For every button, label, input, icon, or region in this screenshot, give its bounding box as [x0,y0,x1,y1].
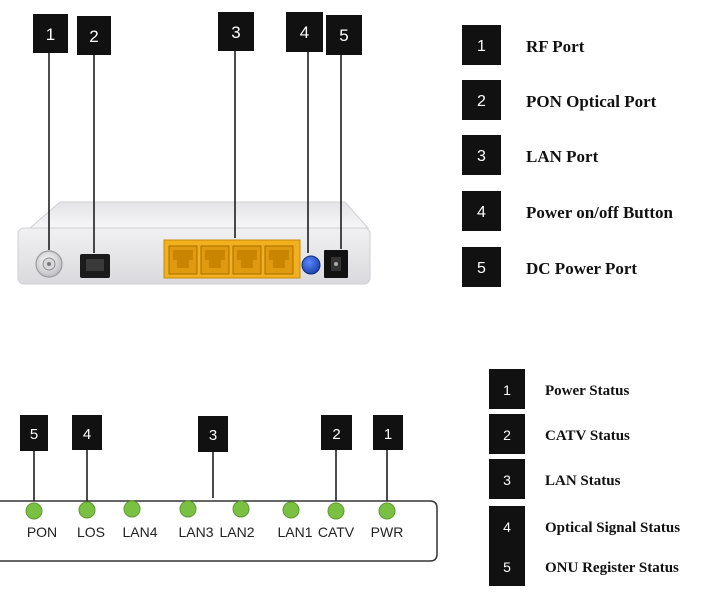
svg-text:2: 2 [89,27,98,46]
svg-text:2: 2 [332,426,340,443]
svg-text:3: 3 [503,472,511,488]
lan-port-jack [200,245,230,275]
led-callout-1: 1 [373,415,403,450]
dc-power-port [324,250,348,278]
router-legend-item: 2 PON Optical Port [462,80,657,120]
led-callout-lines [33,450,388,504]
svg-text:3: 3 [477,148,486,165]
led-lan4 [123,500,141,518]
router-callout-lines [48,51,342,253]
led-legend-item: 1 Power Status [489,369,629,409]
svg-text:DC Power Port: DC Power Port [526,259,637,278]
svg-text:3: 3 [231,23,240,42]
svg-text:5: 5 [477,260,486,277]
led-catv [327,502,345,520]
led-legend: 1 Power Status 2 CATV Status 3 LAN Statu… [489,369,680,586]
router-callout-1: 1 [33,14,68,53]
led-label: PON [27,524,57,540]
led-label: LAN1 [277,524,312,540]
router-callout-4: 4 [286,12,323,52]
led-legend-item: 4 Optical Signal Status [489,506,680,546]
lan-port-jack [264,245,294,275]
router-callout-3: 3 [218,12,254,51]
svg-text:5: 5 [503,559,511,575]
led-lan3 [179,500,197,518]
rf-port [35,250,63,278]
svg-text:CATV Status: CATV Status [545,428,630,444]
led-los [78,501,96,519]
svg-text:3: 3 [209,427,217,444]
led-legend-item: 2 CATV Status [489,414,630,454]
svg-text:Optical Signal Status: Optical Signal Status [545,520,680,536]
router-legend-item: 5 DC Power Port [462,247,637,287]
led-label: LAN4 [122,524,157,540]
led-pon [25,502,43,520]
svg-text:Power on/off Button: Power on/off Button [526,203,674,222]
svg-text:1: 1 [503,382,511,398]
router-legend: 1 RF Port 2 PON Optical Port 3 LAN Port … [462,25,674,287]
led-label: PWR [371,524,404,540]
svg-text:2: 2 [503,427,511,443]
svg-text:LAN Port: LAN Port [526,147,599,166]
svg-text:1: 1 [46,25,55,44]
led-callout-3: 3 [198,416,228,452]
led-lan1 [282,501,300,519]
led-label: CATV [318,524,355,540]
svg-text:5: 5 [30,426,38,443]
router-legend-item: 4 Power on/off Button [462,191,674,231]
power-button [301,255,321,275]
lan-port-jack [232,245,262,275]
svg-text:RF Port: RF Port [526,37,585,56]
svg-text:ONU Register Status: ONU Register Status [545,560,679,576]
svg-text:4: 4 [300,23,309,42]
led-label: LAN3 [178,524,213,540]
led-callout-2: 2 [321,415,352,450]
svg-text:5: 5 [339,26,348,45]
led-labels: PON LOS LAN4 LAN3 LAN2 LAN1 CATV PWR [27,524,404,540]
router-legend-item: 1 RF Port [462,25,585,65]
router-top-surface [28,201,370,229]
led-label: LOS [77,524,105,540]
router-legend-item: 3 LAN Port [462,135,599,175]
svg-text:Power Status: Power Status [545,383,629,399]
led-callout-4: 4 [72,415,102,450]
led-label: LAN2 [219,524,254,540]
led-panel [0,500,438,562]
led-pwr [378,502,396,520]
svg-text:4: 4 [503,519,511,535]
svg-text:4: 4 [477,204,486,221]
svg-text:1: 1 [384,426,392,443]
led-legend-item: 3 LAN Status [489,459,621,499]
led-indicators [25,500,396,520]
router-image [17,201,371,285]
pon-optical-port [80,254,110,278]
lan-ports [163,239,301,279]
led-lan2 [232,500,250,518]
lan-port-jack [168,245,198,275]
svg-text:4: 4 [83,426,91,443]
svg-text:LAN Status: LAN Status [545,473,621,489]
svg-text:1: 1 [477,38,486,55]
router-callout-2: 2 [77,16,111,55]
router-callout-5: 5 [326,15,362,55]
led-legend-item: 5 ONU Register Status [489,546,679,586]
svg-text:2: 2 [477,93,486,110]
svg-text:PON Optical Port: PON Optical Port [526,92,657,111]
led-callout-5: 5 [20,415,48,451]
